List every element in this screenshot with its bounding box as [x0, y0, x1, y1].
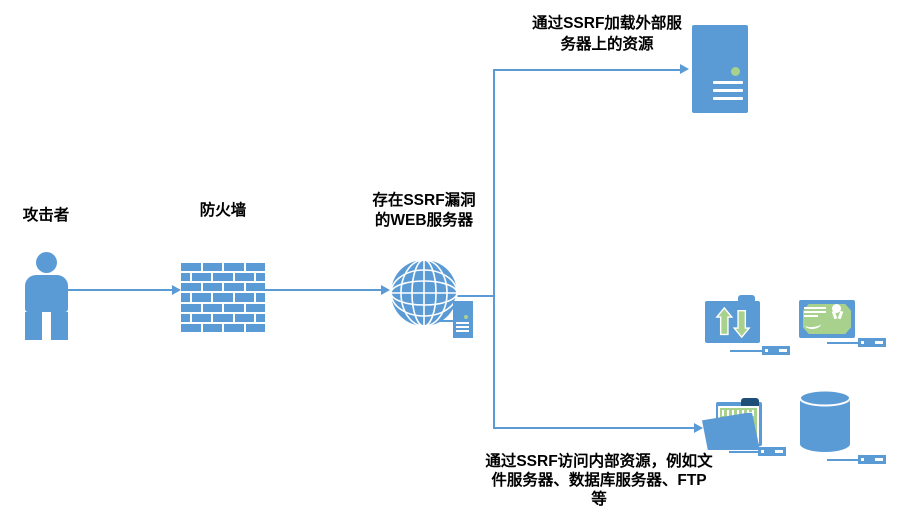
- person-icon: [25, 252, 68, 340]
- arrowhead-to-webserver-icon: [381, 285, 390, 295]
- updown-arrows-icon: [715, 307, 751, 339]
- server-led: [464, 315, 468, 319]
- connector-folder-rack: [729, 451, 758, 453]
- server-led: [731, 67, 740, 76]
- external-resource-annotation: 通过SSRF加载外部服 务器上的资源: [532, 15, 682, 53]
- connector-to-internal-resources: [493, 427, 694, 429]
- arrowhead-to-external-server-icon: [680, 64, 689, 74]
- person-head: [36, 252, 57, 273]
- brick-wall-icon: [181, 263, 265, 332]
- globe-icon: [390, 259, 458, 327]
- person-legs: [25, 312, 68, 340]
- rack-server-icon: [758, 447, 786, 456]
- open-folder-icon: [702, 398, 762, 450]
- web-server-label: 存在SSRF漏洞 的WEB服务器: [372, 192, 476, 229]
- rack-server-icon: [858, 455, 886, 464]
- attacker-label: 攻击者: [22, 207, 70, 224]
- certificate-icon: [799, 300, 855, 338]
- connector-cert-rack: [827, 342, 858, 344]
- tower-server-icon: [453, 301, 473, 338]
- firewall-label: 防火墙: [199, 202, 247, 219]
- arrowhead-to-file-server-icon: [694, 423, 703, 433]
- rack-server-icon: [762, 346, 790, 355]
- connector-to-external-server: [493, 69, 680, 71]
- database-icon: [798, 389, 852, 454]
- connector-firewall-webserver: [265, 289, 381, 291]
- connector-ftp-rack: [730, 350, 762, 352]
- connector-attacker-firewall: [68, 289, 172, 291]
- server-icon: [692, 25, 748, 113]
- person-torso: [25, 275, 68, 312]
- branch-vertical-line: [493, 70, 495, 429]
- internal-resource-annotation: 通过SSRF访问内部资源，例如文 件服务器、数据库服务器、FTP 等: [485, 453, 713, 508]
- connector-globe-branch: [452, 295, 494, 297]
- connector-db-rack: [827, 459, 858, 461]
- seal-icon: [832, 304, 841, 313]
- arrowhead-to-firewall-icon: [172, 285, 181, 295]
- rack-server-icon: [858, 338, 886, 347]
- ftp-folder-icon: [705, 295, 760, 343]
